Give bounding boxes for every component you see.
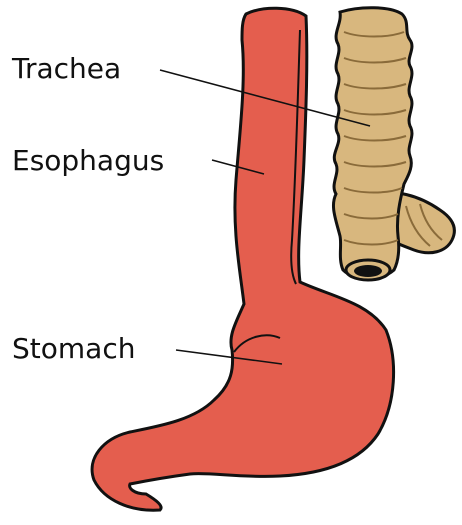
trachea-illustration	[333, 8, 454, 280]
trachea-label: Trachea	[11, 52, 121, 85]
stomach-label: Stomach	[12, 332, 135, 365]
esophagus-label: Esophagus	[12, 144, 164, 177]
trachea-lumen	[354, 265, 382, 277]
